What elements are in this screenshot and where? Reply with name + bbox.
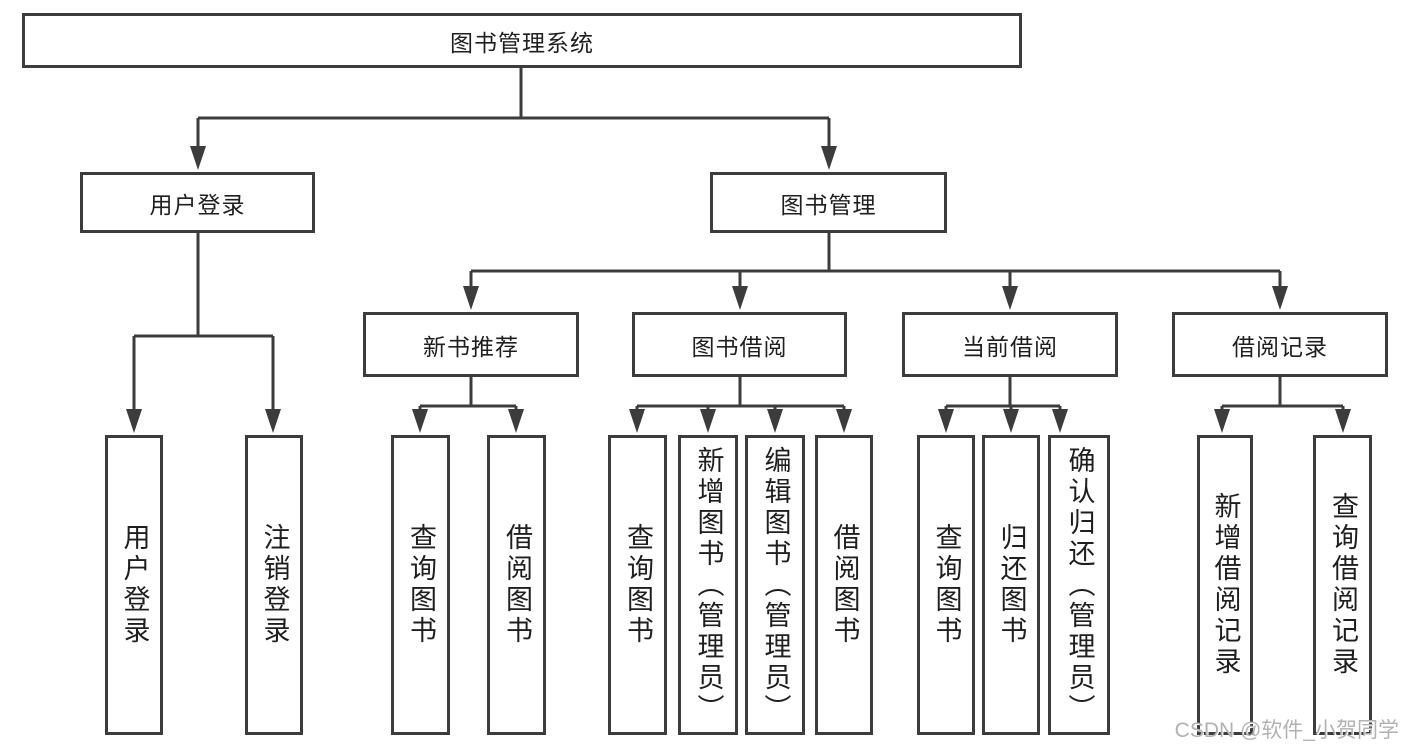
node-label: 查询图书 — [406, 523, 436, 647]
node-leaf-confirm-return-admin: 确认归还（管理员） — [1048, 435, 1110, 735]
node-borrowing-records: 借阅记录 — [1172, 312, 1388, 377]
node-label: 图书借阅 — [691, 333, 788, 360]
node-library-system: 图书管理系统 — [22, 13, 1022, 68]
node-leaf-add-borrow-record: 新增借阅记录 — [1197, 435, 1253, 735]
node-label: 借阅图书 — [829, 523, 860, 647]
node-label: 新增图书（管理员） — [693, 445, 724, 725]
node-book-borrowing: 图书借阅 — [632, 312, 847, 377]
node-leaf-edit-books-admin: 编辑图书（管理员） — [745, 435, 805, 735]
node-label: 借阅图书 — [502, 523, 532, 647]
node-label: 图书管理系统 — [450, 29, 594, 56]
node-label: 借阅记录 — [1232, 333, 1328, 360]
node-label: 确认归还（管理员） — [1064, 445, 1095, 725]
node-label: 查询图书 — [623, 523, 653, 647]
node-leaf-borrow-books-1: 借阅图书 — [487, 435, 546, 735]
node-label: 新书推荐 — [423, 333, 519, 360]
node-user-login: 用户登录 — [80, 172, 315, 233]
node-label: 新增借阅记录 — [1210, 492, 1241, 678]
node-leaf-query-books-1: 查询图书 — [391, 435, 450, 735]
node-leaf-borrow-books-2: 借阅图书 — [815, 435, 873, 735]
node-leaf-query-books-3: 查询图书 — [917, 435, 975, 735]
node-new-book-recommend: 新书推荐 — [363, 312, 579, 377]
node-leaf-query-borrow-record: 查询借阅记录 — [1313, 435, 1372, 735]
node-label: 用户登录 — [149, 191, 246, 218]
node-leaf-logout: 注销登录 — [245, 435, 303, 735]
node-label: 图书管理 — [780, 191, 877, 218]
node-label: 注销登录 — [259, 523, 290, 647]
node-label: 用户登录 — [119, 523, 150, 647]
arrowheads — [126, 146, 1351, 433]
node-label: 编辑图书（管理员） — [760, 445, 791, 725]
node-leaf-user-login: 用户登录 — [105, 435, 163, 735]
node-label: 查询图书 — [931, 523, 962, 647]
node-leaf-add-books-admin: 新增图书（管理员） — [678, 435, 738, 735]
node-label: 当前借阅 — [962, 333, 1058, 360]
csdn-watermark: CSDN @软件_小贺同学 — [1174, 719, 1399, 742]
node-leaf-return-books: 归还图书 — [982, 435, 1040, 735]
node-label: 查询借阅记录 — [1328, 492, 1358, 678]
node-label: 归还图书 — [996, 523, 1027, 647]
node-book-management: 图书管理 — [710, 172, 947, 233]
node-current-borrowing: 当前借阅 — [902, 312, 1118, 377]
node-leaf-query-books-2: 查询图书 — [608, 435, 667, 735]
